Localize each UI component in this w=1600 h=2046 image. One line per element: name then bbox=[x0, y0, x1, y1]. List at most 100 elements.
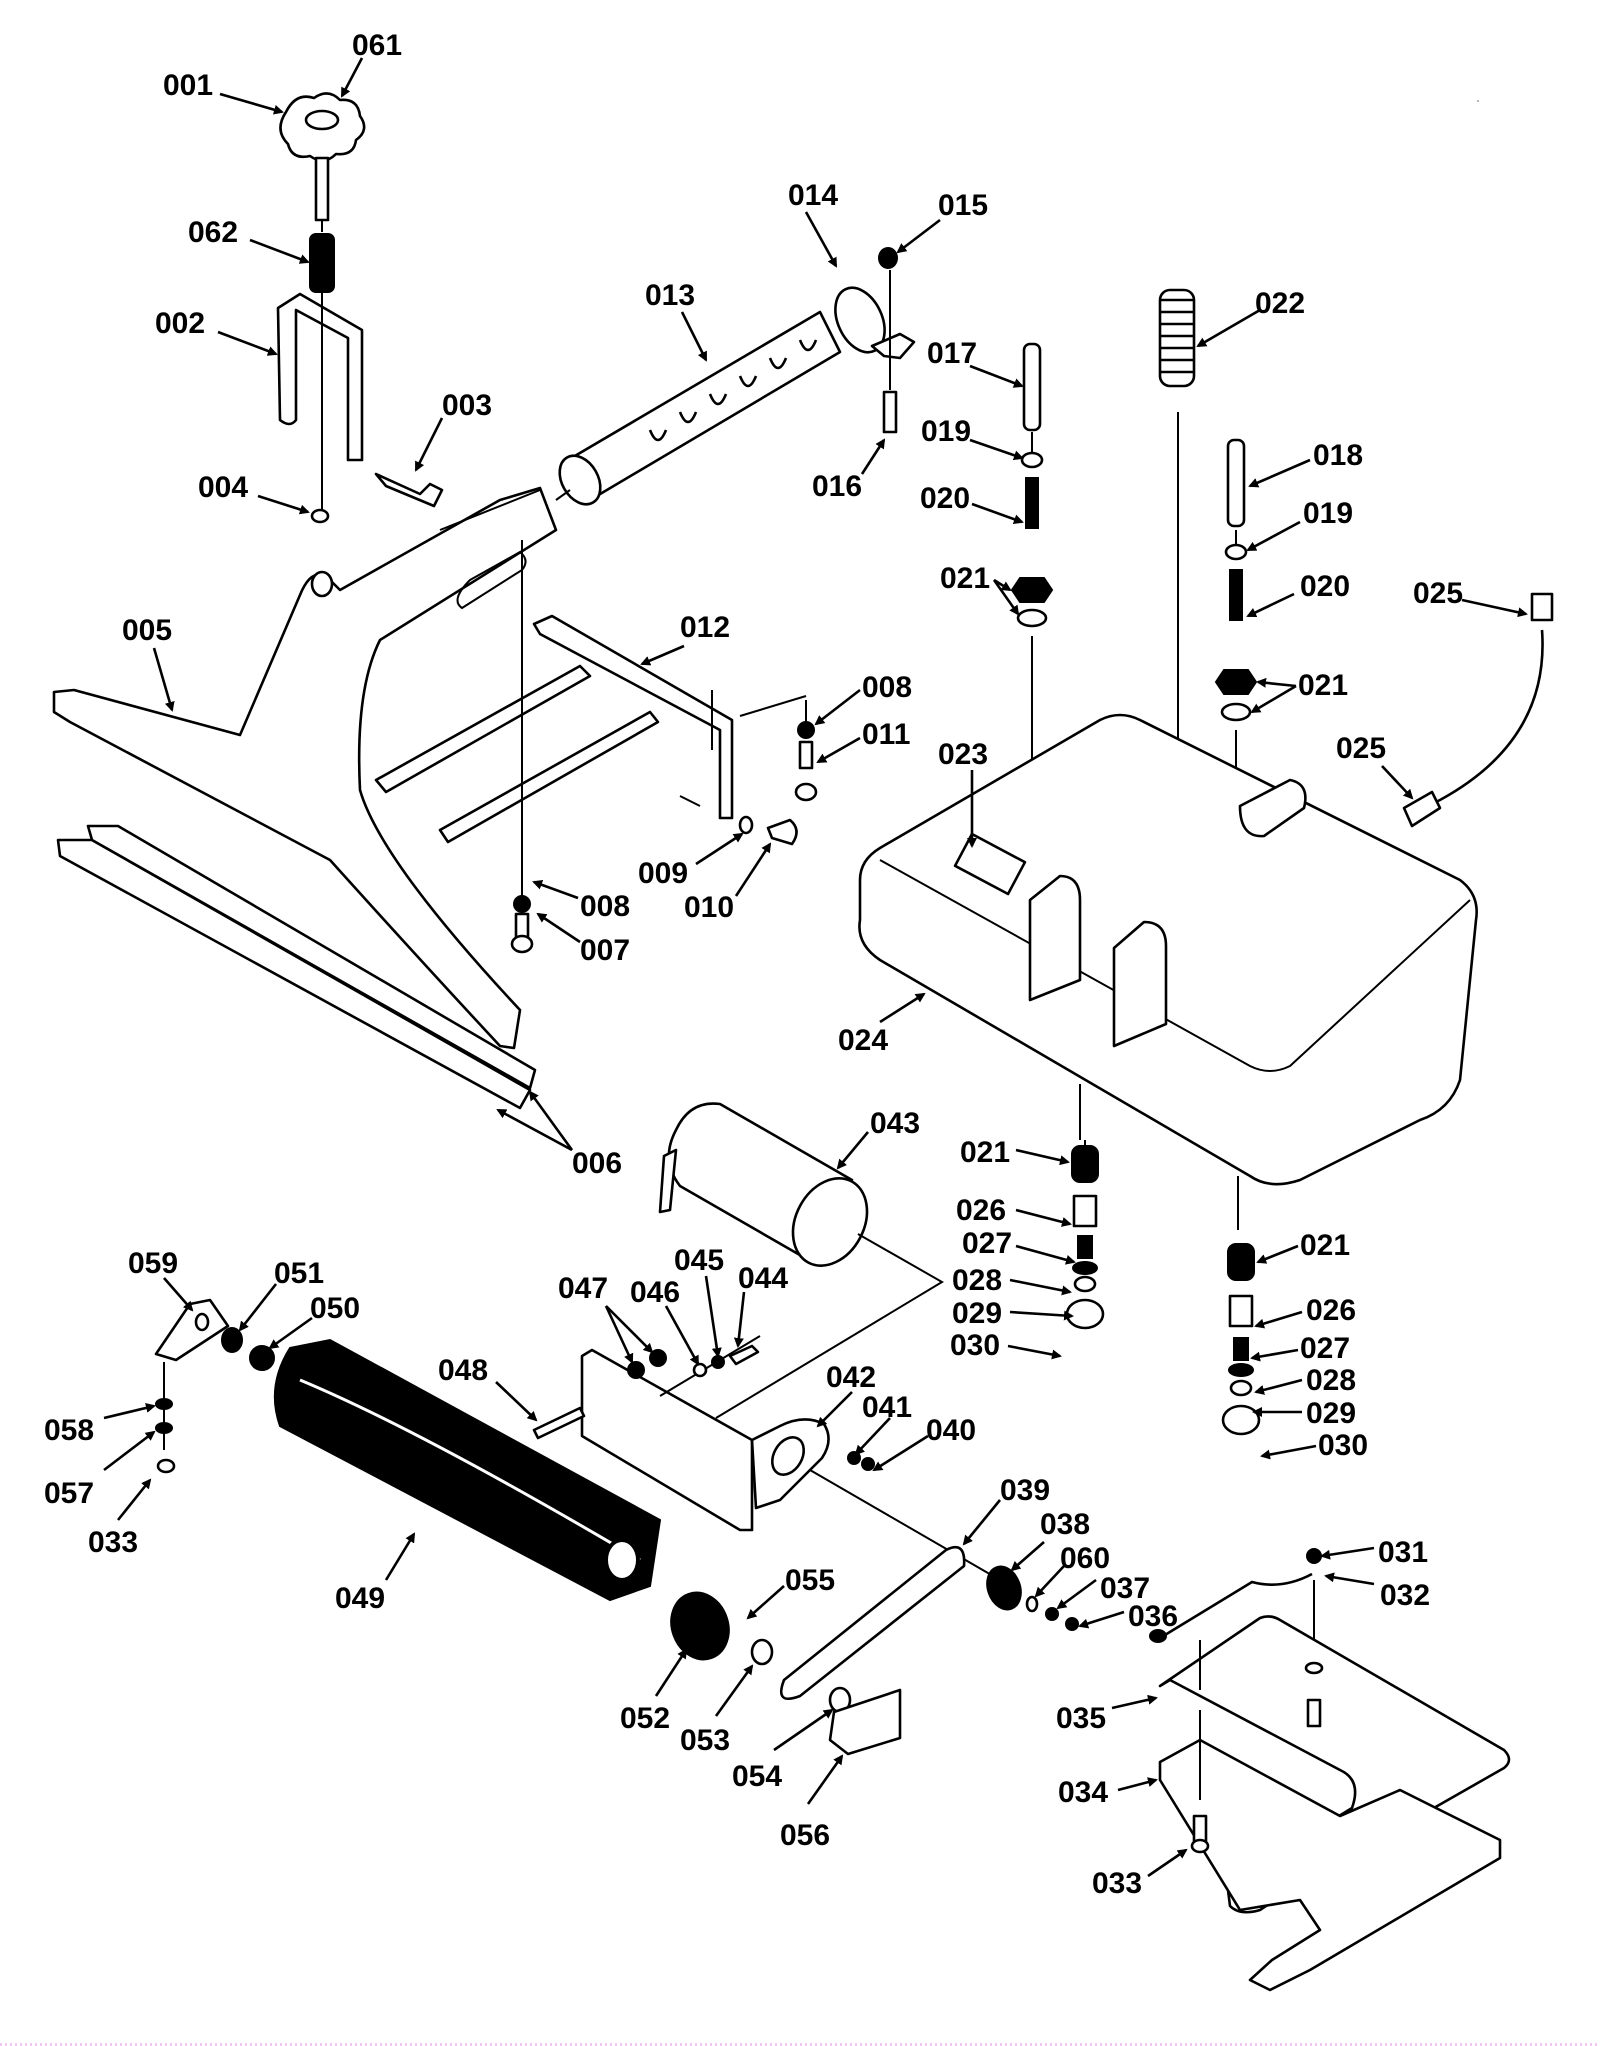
callout-026-left[interactable]: 026 bbox=[956, 1194, 1072, 1227]
callout-037[interactable]: 037 bbox=[1056, 1572, 1150, 1610]
callout-032[interactable]: 032 bbox=[1324, 1572, 1430, 1612]
callout-035[interactable]: 035 bbox=[1056, 1694, 1158, 1735]
callout-047[interactable]: 047 bbox=[558, 1272, 654, 1364]
callout-014[interactable]: 014 bbox=[788, 179, 838, 268]
callout-061[interactable]: 061 bbox=[340, 29, 402, 98]
callout-019-right[interactable]: 019 bbox=[1246, 497, 1353, 552]
callout-026-right[interactable]: 026 bbox=[1254, 1294, 1356, 1329]
svg-text:029: 029 bbox=[952, 1297, 1002, 1330]
callout-029-left[interactable]: 029 bbox=[952, 1297, 1074, 1330]
svg-text:005: 005 bbox=[122, 614, 172, 647]
callout-008-upper[interactable]: 008 bbox=[814, 671, 912, 726]
callout-053[interactable]: 053 bbox=[680, 1664, 754, 1757]
callout-016[interactable]: 016 bbox=[812, 438, 886, 503]
svg-text:041: 041 bbox=[862, 1391, 912, 1424]
callout-022[interactable]: 022 bbox=[1196, 287, 1305, 348]
callout-027-left[interactable]: 027 bbox=[962, 1227, 1076, 1265]
callout-058[interactable]: 058 bbox=[44, 1403, 156, 1447]
callout-050[interactable]: 050 bbox=[268, 1292, 360, 1350]
callout-055[interactable]: 055 bbox=[746, 1564, 835, 1620]
callout-043[interactable]: 043 bbox=[836, 1107, 920, 1170]
svg-text:002: 002 bbox=[155, 307, 205, 340]
callout-020-right[interactable]: 020 bbox=[1246, 570, 1350, 618]
callout-025-top[interactable]: 025 bbox=[1413, 577, 1528, 618]
washer-bolt-part bbox=[738, 815, 798, 846]
callout-059[interactable]: 059 bbox=[128, 1247, 194, 1312]
callout-020-left[interactable]: 020 bbox=[920, 482, 1024, 524]
callout-038[interactable]: 038 bbox=[1010, 1508, 1090, 1572]
shoulder-bolt-part bbox=[374, 472, 444, 508]
svg-text:025: 025 bbox=[1413, 577, 1463, 610]
callout-028-left[interactable]: 028 bbox=[952, 1264, 1072, 1297]
callout-034[interactable]: 034 bbox=[1058, 1776, 1158, 1809]
callout-057[interactable]: 057 bbox=[44, 1430, 156, 1510]
callout-013[interactable]: 013 bbox=[645, 279, 708, 362]
callout-052[interactable]: 052 bbox=[620, 1648, 688, 1735]
callout-021-lower-right[interactable]: 021 bbox=[1256, 1229, 1350, 1264]
svg-text:058: 058 bbox=[44, 1414, 94, 1447]
callout-031[interactable]: 031 bbox=[1320, 1536, 1428, 1569]
callout-051[interactable]: 051 bbox=[238, 1257, 324, 1332]
callout-040[interactable]: 040 bbox=[872, 1414, 976, 1472]
callout-021-upper-right[interactable]: 021 bbox=[1250, 669, 1348, 714]
callout-042[interactable]: 042 bbox=[816, 1361, 876, 1428]
svg-text:055: 055 bbox=[785, 1564, 835, 1597]
callout-033-right[interactable]: 033 bbox=[1092, 1848, 1188, 1900]
callout-002[interactable]: 002 bbox=[155, 307, 278, 356]
svg-text:012: 012 bbox=[680, 611, 730, 644]
svg-text:054: 054 bbox=[732, 1760, 782, 1793]
callout-041[interactable]: 041 bbox=[854, 1391, 912, 1456]
callout-008-lower[interactable]: 008 bbox=[532, 880, 630, 923]
callout-060[interactable]: 060 bbox=[1034, 1542, 1110, 1598]
callout-012[interactable]: 012 bbox=[640, 611, 730, 666]
callout-062[interactable]: 062 bbox=[188, 216, 310, 264]
callout-007[interactable]: 007 bbox=[536, 912, 630, 967]
callout-005[interactable]: 005 bbox=[122, 614, 175, 712]
svg-text:042: 042 bbox=[826, 1361, 876, 1394]
callout-030-right[interactable]: 030 bbox=[1260, 1429, 1368, 1462]
callout-001[interactable]: 001 bbox=[163, 69, 284, 115]
svg-text:049: 049 bbox=[335, 1582, 385, 1615]
callout-030-left[interactable]: 030 bbox=[950, 1329, 1062, 1362]
callout-010[interactable]: 010 bbox=[684, 842, 772, 924]
svg-text:045: 045 bbox=[674, 1244, 724, 1277]
callout-015[interactable]: 015 bbox=[896, 189, 988, 254]
callout-004[interactable]: 004 bbox=[198, 471, 310, 515]
callout-017[interactable]: 017 bbox=[927, 337, 1024, 388]
svg-text:022: 022 bbox=[1255, 287, 1305, 320]
callout-044[interactable]: 044 bbox=[733, 1262, 788, 1348]
callout-021-lower-left[interactable]: 021 bbox=[960, 1136, 1070, 1169]
callout-019-left[interactable]: 019 bbox=[921, 415, 1024, 461]
svg-text:021: 021 bbox=[1300, 1229, 1350, 1262]
callout-036[interactable]: 036 bbox=[1078, 1600, 1178, 1633]
callout-048[interactable]: 048 bbox=[438, 1354, 538, 1422]
svg-text:025: 025 bbox=[1336, 732, 1386, 765]
callout-011[interactable]: 011 bbox=[816, 718, 910, 764]
callout-049[interactable]: 049 bbox=[335, 1532, 416, 1615]
callout-024[interactable]: 024 bbox=[838, 992, 926, 1057]
callout-027-right[interactable]: 027 bbox=[1250, 1332, 1350, 1365]
svg-text:015: 015 bbox=[938, 189, 988, 222]
callout-039[interactable]: 039 bbox=[962, 1474, 1050, 1546]
callout-025-bottom[interactable]: 025 bbox=[1336, 732, 1414, 800]
callout-028-right[interactable]: 028 bbox=[1254, 1364, 1356, 1397]
callout-045[interactable]: 045 bbox=[674, 1244, 724, 1358]
callout-023[interactable]: 023 bbox=[938, 738, 988, 848]
callout-054[interactable]: 054 bbox=[732, 1708, 834, 1793]
callout-018[interactable]: 018 bbox=[1248, 439, 1363, 488]
ground-strap-part bbox=[1149, 1548, 1322, 1660]
vacuum-hose-part bbox=[555, 310, 842, 506]
callout-033-left[interactable]: 033 bbox=[88, 1478, 152, 1559]
callout-046[interactable]: 046 bbox=[630, 1276, 700, 1366]
callout-009[interactable]: 009 bbox=[638, 832, 744, 890]
callout-006[interactable]: 006 bbox=[496, 1090, 622, 1180]
svg-text:019: 019 bbox=[921, 415, 971, 448]
callout-021-upper-left[interactable]: 021 bbox=[940, 562, 1020, 616]
callout-003[interactable]: 003 bbox=[414, 389, 492, 472]
callout-029-right[interactable]: 029 bbox=[1252, 1397, 1356, 1430]
svg-text:020: 020 bbox=[920, 482, 970, 515]
callout-056[interactable]: 056 bbox=[780, 1754, 844, 1852]
svg-text:037: 037 bbox=[1100, 1572, 1150, 1605]
svg-text:021: 021 bbox=[960, 1136, 1010, 1169]
svg-text:019: 019 bbox=[1303, 497, 1353, 530]
